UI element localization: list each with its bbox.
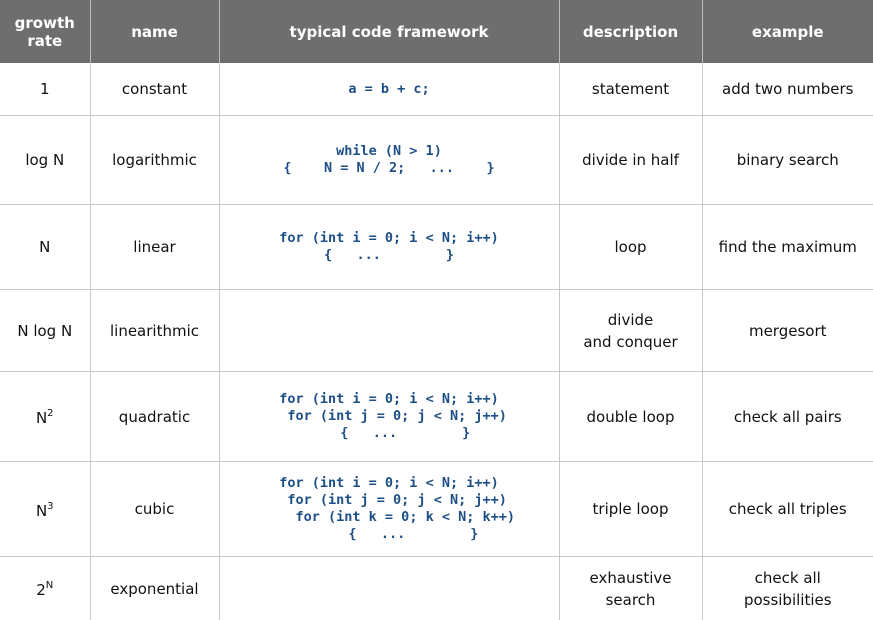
growth-rate-exponent: 3	[47, 501, 53, 512]
growth-rate-base: log N	[25, 151, 64, 169]
code-framework-cell: while (N > 1){ N = N / 2; ... }	[219, 116, 559, 205]
code-line: { ... }	[224, 247, 555, 264]
growth-rate-cell: 1	[0, 63, 90, 116]
growth-rate-base: N	[39, 238, 50, 256]
description-cell: statement	[559, 63, 702, 116]
header-name: name	[90, 0, 219, 63]
code-line: for (int j = 0; j < N; j++)	[224, 492, 555, 509]
complexity-name-cell: logarithmic	[90, 116, 219, 205]
code-line: for (int j = 0; j < N; j++)	[224, 408, 555, 425]
example-line: mergesort	[707, 320, 870, 342]
example-line: possibilities	[707, 589, 870, 611]
growth-rate-base: N	[36, 502, 47, 520]
description-line: divide	[564, 309, 698, 331]
header-row: growth rate name typical code framework …	[0, 0, 873, 63]
header-code-framework: typical code framework	[219, 0, 559, 63]
complexity-name-cell: linear	[90, 205, 219, 290]
description-cell: divide in half	[559, 116, 702, 205]
example-line: check all triples	[707, 498, 870, 520]
example-line: add two numbers	[707, 78, 870, 100]
code-framework-cell	[219, 557, 559, 620]
growth-rate-exponent: N	[46, 580, 53, 591]
code-line: while (N > 1)	[224, 143, 555, 160]
table-row: 1 constant a = b + c; statement add two numb…	[0, 63, 873, 116]
code-line: for (int i = 0; i < N; i++)	[224, 475, 555, 492]
header-description: description	[559, 0, 702, 63]
example-line: check all	[707, 567, 870, 589]
description-line: and conquer	[564, 331, 698, 353]
description-cell: double loop	[559, 372, 702, 462]
code-framework-cell: a = b + c;	[219, 63, 559, 116]
description-cell: triple loop	[559, 462, 702, 557]
description-cell: loop	[559, 205, 702, 290]
example-cell: check all triples	[702, 462, 873, 557]
example-line: find the maximum	[707, 236, 870, 258]
code-line: for (int i = 0; i < N; i++)	[224, 391, 555, 408]
example-cell: find the maximum	[702, 205, 873, 290]
description-line: statement	[564, 78, 698, 100]
code-framework-cell: for (int i = 0; i < N; i++) for (int j =…	[219, 462, 559, 557]
growth-rate-base: N	[36, 409, 47, 427]
description-line: double loop	[564, 406, 698, 428]
example-line: check all pairs	[707, 406, 870, 428]
example-cell: check all pairs	[702, 372, 873, 462]
code-line: for (int i = 0; i < N; i++)	[224, 230, 555, 247]
code-line: for (int k = 0; k < N; k++)	[224, 509, 555, 526]
growth-rate-base: N log N	[17, 322, 72, 340]
header-growth-rate: growth rate	[0, 0, 90, 63]
example-cell: binary search	[702, 116, 873, 205]
description-line: triple loop	[564, 498, 698, 520]
growth-rate-cell: log N	[0, 116, 90, 205]
code-line: { ... }	[224, 425, 555, 442]
code-line: a = b + c;	[224, 81, 555, 98]
growth-rate-cell: 2N	[0, 557, 90, 620]
complexity-name-cell: exponential	[90, 557, 219, 620]
description-line: divide in half	[564, 149, 698, 171]
complexity-name-cell: cubic	[90, 462, 219, 557]
example-cell: mergesort	[702, 290, 873, 372]
growth-rate-cell: N log N	[0, 290, 90, 372]
growth-rate-base: 2	[36, 581, 46, 599]
complexity-name-cell: linearithmic	[90, 290, 219, 372]
description-line: loop	[564, 236, 698, 258]
description-line: exhaustive	[564, 567, 698, 589]
code-framework-cell: for (int i = 0; i < N; i++) for (int j =…	[219, 372, 559, 462]
growth-rate-cell: N2	[0, 372, 90, 462]
complexity-name-cell: quadratic	[90, 372, 219, 462]
header-example: example	[702, 0, 873, 63]
example-line: binary search	[707, 149, 870, 171]
description-line: search	[564, 589, 698, 611]
growth-rate-base: 1	[40, 80, 50, 98]
growth-rate-cell: N3	[0, 462, 90, 557]
growth-rate-cell: N	[0, 205, 90, 290]
code-framework-cell: for (int i = 0; i < N; i++){ ... }	[219, 205, 559, 290]
code-framework-cell	[219, 290, 559, 372]
complexity-name-cell: constant	[90, 63, 219, 116]
example-cell: add two numbers	[702, 63, 873, 116]
code-line: { ... }	[224, 526, 555, 543]
code-line: { N = N / 2; ... }	[224, 160, 555, 177]
growth-rate-exponent: 2	[47, 408, 53, 419]
